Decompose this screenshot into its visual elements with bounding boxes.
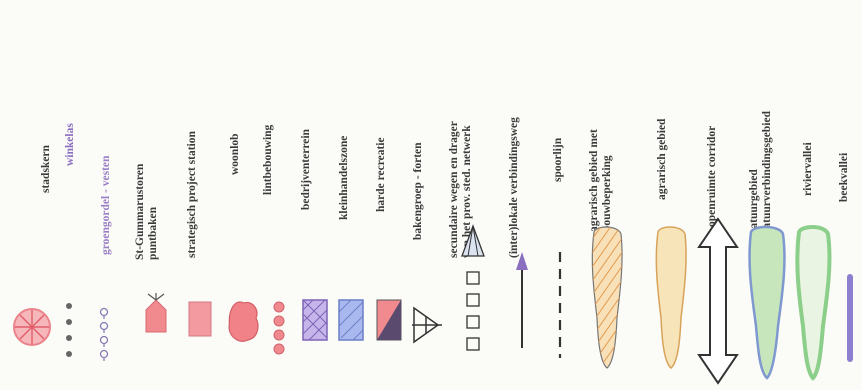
label-groengordel: groengordel - vesten [100, 156, 112, 256]
label-line: St-Gummarustoren [134, 163, 146, 260]
bedrijventerrein-symbol [302, 299, 328, 341]
label-line: lintbebouwing [262, 124, 274, 195]
label-bakengroep: bakengroep - forten [412, 142, 424, 241]
label-text: riviervallei [802, 142, 815, 196]
label-line: strategisch project station [186, 131, 198, 258]
bakengroep-symbol [412, 306, 442, 344]
label-interlokale: (inter)lokale verbindingsweg [508, 117, 520, 259]
label-bedrijventerrein: bedrijventerrein [300, 129, 312, 211]
label-line: beekvallei [838, 152, 850, 202]
label-beekvallei: beekvallei [838, 153, 850, 203]
label-text: bedrijventerrein [300, 129, 313, 210]
label-line: bouwbeperking [601, 155, 613, 232]
label-text: kleinhandelszone [338, 136, 351, 220]
label-woonlob: woonlob [229, 133, 241, 176]
label-spoorlijn: spoorlijn [552, 138, 564, 183]
label-line: openruimte corridor [706, 125, 718, 227]
stadskern-symbol [13, 308, 51, 346]
strategisch-symbol [188, 301, 212, 337]
label-line: groengordel - vesten [100, 155, 112, 255]
lintbebouwing-symbol [273, 301, 285, 355]
label-text: groengordel - vesten [100, 156, 113, 255]
label-text: winkelas [64, 123, 77, 166]
secundaire-wegen-symbol [461, 224, 485, 351]
label-line: natuurverbindingsgebied [761, 111, 773, 235]
label-text: stadskern [40, 145, 53, 193]
st-gummarus-symbol [145, 293, 167, 333]
harde-recreatie-symbol [376, 299, 402, 341]
label-text: strategisch project station [186, 131, 199, 258]
label-text: openruimte corridor [706, 126, 719, 227]
label-line: spoorlijn [552, 137, 564, 182]
label-line: kleinhandelszone [338, 135, 350, 220]
groengordel-symbol [99, 307, 109, 361]
winkelas-symbol [66, 303, 72, 357]
label-lintbebouwing: lintbebouwing [262, 125, 274, 196]
spoorlijn-symbol [558, 252, 562, 358]
label-text: (inter)lokale verbindingsweg [508, 117, 521, 258]
label-text: woonlob [229, 133, 242, 175]
label-line: woonlob [229, 133, 241, 175]
label-text: lintbebouwing [262, 125, 275, 195]
label-line: agrarisch gebied met [588, 129, 600, 232]
woonlob-symbol [228, 301, 259, 342]
label-agrarisch: agrarisch gebied [656, 119, 668, 201]
interlokale-symbol [516, 252, 528, 348]
label-line: riviervallei [802, 142, 814, 196]
label-harde-recreatie: harde recreatie [375, 137, 387, 213]
label-text: agrarisch gebied [656, 119, 669, 200]
agrarisch-symbol [655, 226, 687, 369]
label-riviervallei: riviervallei [802, 142, 814, 197]
label-line: agrarisch gebied [656, 118, 668, 200]
label-text: beekvallei [838, 153, 851, 202]
openruimte-symbol [697, 217, 739, 385]
agrarisch-bouw-symbol [591, 226, 623, 369]
label-text: spoorlijn [552, 138, 565, 182]
label-strategisch: strategisch project station [186, 131, 198, 259]
kleinhandel-symbol [338, 299, 364, 341]
label-text: harde recreatie [375, 137, 388, 212]
riviervallei-symbol [795, 225, 832, 381]
natuurgebied-symbol [748, 225, 786, 380]
label-line: (inter)lokale verbindingsweg [508, 117, 520, 258]
label-line: bakengroep - forten [412, 142, 424, 240]
label-line: natuurgebied [748, 169, 760, 235]
label-kleinhandel: kleinhandelszone [338, 136, 350, 221]
label-line: harde recreatie [375, 137, 387, 212]
label-line: stadskern [40, 145, 52, 193]
label-winkelas: winkelas [64, 123, 76, 167]
label-line: bedrijventerrein [300, 129, 312, 210]
label-text: bakengroep - forten [412, 142, 425, 240]
label-stadskern: stadskern [40, 145, 52, 194]
label-line: puntbaken [147, 206, 159, 260]
label-line: winkelas [64, 123, 76, 166]
beekvallei-symbol [847, 274, 853, 362]
